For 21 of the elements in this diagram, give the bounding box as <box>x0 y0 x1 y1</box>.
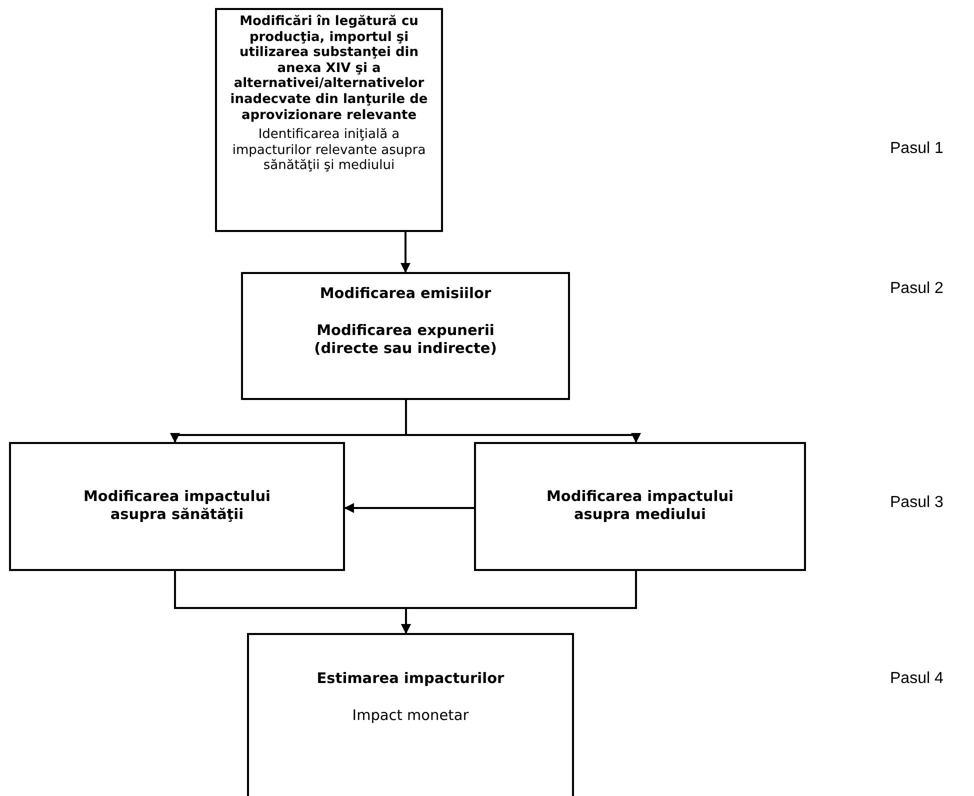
process-box <box>215 8 443 232</box>
step-label: Pasul 3 <box>890 494 944 512</box>
arrow <box>400 232 410 273</box>
box-text: Impact monetar <box>352 708 469 726</box>
process-box <box>247 633 574 796</box>
box-heading: Estimarea impacturilor <box>316 671 504 688</box>
step-label: Pasul 4 <box>890 670 944 688</box>
step-label: Pasul 1 <box>890 140 944 158</box>
box-heading: Modificarea impactului asupra mediului <box>546 489 734 524</box>
box-heading: Modificări în legătură cu producţia, importul şi utilizarea substanţei din anexa XIV şi a alternativei/alternativelor inadecvate din lanţurile de aprovizionare relevante <box>229 14 429 124</box>
step-label: Pasul 2 <box>890 280 944 298</box>
box-heading: Modificarea emisiilor <box>320 286 492 304</box>
box-heading: Modificarea expunerii (directe sau indirecte) <box>313 323 498 358</box>
box-text: Identificarea iniţială a impacturilor relevante asupra sănătăţii şi mediului <box>231 127 427 174</box>
box-heading: Modificarea impactului asupra sănătăţii <box>82 489 272 524</box>
process-box <box>9 442 345 571</box>
process-box <box>474 442 806 571</box>
arrow <box>405 400 641 443</box>
arrow <box>344 503 474 513</box>
process-box <box>241 272 570 400</box>
arrow <box>401 571 637 634</box>
